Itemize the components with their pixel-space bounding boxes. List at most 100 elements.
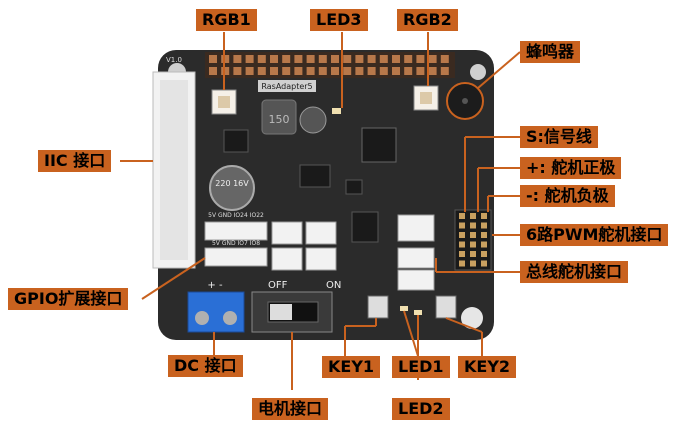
label-buzzer: 蜂鸣器 [520,41,581,63]
servo-pin [470,232,476,238]
iic-connector [152,71,196,269]
header-pin [331,67,339,75]
servo-pin [459,241,465,248]
header-pin [367,55,376,63]
label-led2: LED2 [392,398,450,420]
header-pin [367,67,376,75]
label-servo-positive: +: 舵机正极 [520,157,622,179]
gpio-connector-2 [204,247,268,267]
rgb1-led [211,89,237,115]
header-pin [392,55,400,63]
main-chip [361,127,397,163]
servo-pin [470,222,476,229]
svg-text:220 16V: 220 16V [215,179,249,188]
led3 [332,108,341,114]
key1-button [367,295,389,319]
chip-2 [299,164,331,188]
motor-connector-1 [271,221,303,245]
header-pin [318,67,327,75]
label-key2: KEY2 [458,356,517,378]
svg-text:5V GND IO7 IO8: 5V GND IO7 IO8 [212,240,260,247]
label-pwm-servo: 6路PWM舵机接口 [520,224,669,246]
servo-pin [481,260,487,267]
servo-pin [459,260,465,267]
svg-text:150: 150 [269,113,290,126]
mount-hole-top-right [470,64,486,80]
header-pin [404,55,413,63]
capacitor-220uf [209,165,255,211]
svg-text:V1.0: V1.0 [166,56,182,64]
header-pin [257,55,266,63]
servo-pin [459,222,465,229]
header-pin [270,55,278,63]
label-motor: 电机接口 [252,398,329,420]
motor-connector-3 [271,247,303,271]
header-pin [416,67,425,75]
svg-text:OFF: OFF [268,280,288,291]
svg-text:RasAdapter5: RasAdapter5 [261,82,312,91]
header-pin [428,67,437,75]
chip-4 [223,129,249,153]
header-pin [233,55,242,63]
header-pin [355,55,364,63]
label-led1: LED1 [392,356,450,378]
header-pin [294,67,303,75]
label-servo-negative: -: 舵机负极 [520,185,615,207]
header-pin [440,67,449,75]
header-pin [331,55,339,63]
servo-pin [459,232,465,238]
header-pin [355,67,364,75]
bus-servo-connector-3 [397,214,435,242]
header-pin [379,67,388,75]
bus-servo-connector-1 [397,247,435,269]
inductor [261,99,297,135]
svg-text:ON: ON [326,280,341,291]
header-pin [209,55,217,63]
motor-connector-2 [305,221,337,245]
header-pin [343,67,352,75]
label-iic: IIC 接口 [38,150,112,172]
bus-servo-connector-2 [397,269,435,291]
label-dc: DC 接口 [168,355,243,377]
servo-pin [481,232,487,238]
label-signal: S:信号线 [520,126,598,148]
header-pin [379,55,388,63]
led2 [414,310,422,315]
header-pin [245,55,254,63]
header-pin [440,55,449,63]
header-pin [209,67,217,75]
capacitor-small [299,106,327,134]
label-rgb1: RGB1 [196,9,257,31]
header-pin [221,67,230,75]
header-pin [233,67,242,75]
chip-5 [345,179,363,195]
svg-text:5V GND IO24 IO22: 5V GND IO24 IO22 [208,212,264,219]
servo-pin [481,241,487,248]
led1 [400,306,408,311]
servo-pin [459,251,465,257]
servo-pin [481,222,487,229]
mount-hole-bottom-right [461,307,483,329]
chip-3 [351,211,379,243]
servo-pin [459,213,465,219]
header-pin [416,55,425,63]
header-pin [306,55,315,63]
header-pin [270,67,278,75]
header-pin [318,55,327,63]
label-key1: KEY1 [322,356,381,378]
servo-pin [481,213,487,219]
servo-pin [470,260,476,267]
header-pin [294,55,303,63]
svg-text:+ -: + - [207,280,223,291]
header-pin [245,67,254,75]
label-gpio: GPIO扩展接口 [8,288,129,310]
header-pin [343,55,352,63]
servo-pin [470,251,476,257]
pin-header-40 [205,52,455,78]
header-pin [428,55,437,63]
servo-pin [470,213,476,219]
label-bus-servo: 总线舵机接口 [520,261,629,283]
label-led3: LED3 [310,9,368,31]
gpio-connector-1 [204,221,268,241]
